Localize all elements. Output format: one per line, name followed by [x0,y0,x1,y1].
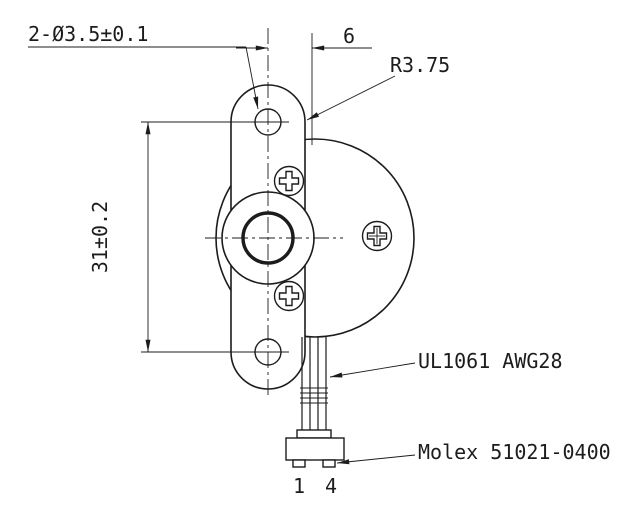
radius-leader [306,75,396,121]
screw-top [273,165,305,197]
hole-callout-leader [28,46,259,110]
height-dimension [141,121,289,353]
connector-label: Molex 51021-0400 [418,440,611,464]
screw-right-center-mark [369,228,385,244]
hole-callout-label: 2-Ø3.5±0.1 [28,22,148,46]
screw-bottom [273,280,305,312]
pin-4-label: 4 [325,474,337,498]
pin-1-label: 1 [293,474,305,498]
radius-callout-label: R3.75 [390,53,450,77]
wire-label: UL1061 AWG28 [418,349,563,373]
height-dim-label: 31±0.2 [88,201,112,273]
connector-housing [285,429,345,468]
offset-dim-label: 6 [343,24,355,48]
wire-wrap-band [300,387,328,404]
connector-label-leader [336,454,416,465]
wire-label-leader [329,362,416,378]
connector-foot-right [322,459,336,468]
connector-foot-left [292,459,306,468]
wire-bundle [300,337,328,430]
